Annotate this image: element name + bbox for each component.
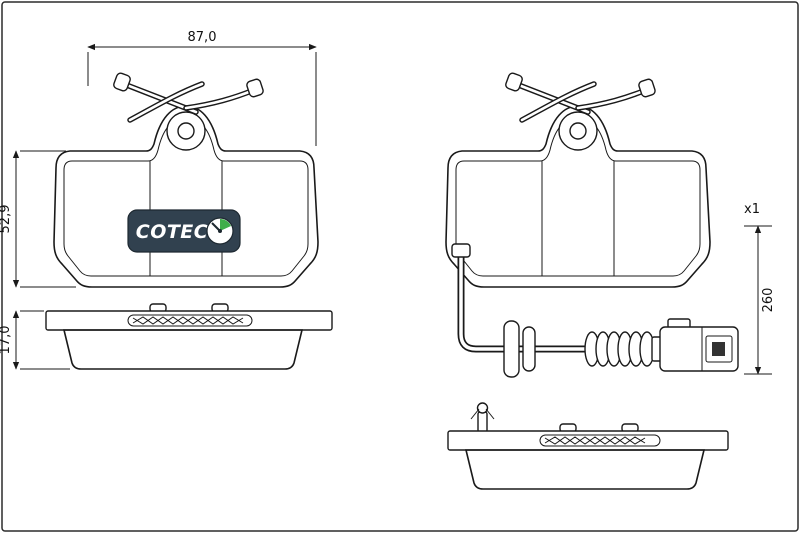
sensor-bellows [584, 331, 655, 367]
backplate-edge [45, 310, 333, 331]
backplate-outline [445, 105, 711, 288]
grommet-flange [503, 320, 520, 378]
sensor-qty-label: x1 [744, 202, 760, 217]
front-view-left-pad: COTEC [53, 72, 319, 288]
front-view-right-pad [445, 72, 739, 378]
side-view-right-pad [447, 402, 729, 490]
clip-zigzag [544, 436, 646, 445]
sensor-barb [470, 408, 480, 420]
backplate-outline [53, 105, 319, 288]
clip-end-hook [505, 72, 523, 92]
friction-material-contour [455, 117, 701, 277]
dimension-height-left: 52,9 [0, 150, 76, 288]
sensor-pad-bracket [451, 243, 471, 258]
sensor-length-label: 260 [761, 288, 776, 313]
dimension-width-label: 87,0 [188, 30, 217, 45]
gauge-green-sector [220, 218, 231, 231]
side-view-left-pad [45, 303, 333, 370]
sensor-head [476, 402, 489, 414]
sensor-barb [485, 408, 495, 420]
friction-material-edge [464, 449, 706, 490]
dimension-height-label: 52,9 [0, 205, 13, 234]
backplate-edge [447, 430, 729, 451]
mounting-hole-inner [569, 122, 587, 140]
clip-end-hook [113, 72, 131, 92]
clip-end-hook [246, 78, 264, 98]
sensor-wire [459, 252, 590, 351]
clip-strip [520, 82, 596, 122]
clip-zigzag [132, 316, 244, 325]
friction-material-contour [63, 117, 309, 277]
connector-body [659, 326, 739, 372]
gauge-icon [206, 217, 234, 245]
grommet-flange [522, 326, 536, 372]
wear-sensor-side-view [470, 402, 495, 433]
logo-text: COTEC [136, 221, 208, 243]
connector-opening [705, 335, 733, 363]
gauge-hub [218, 229, 222, 233]
clip-zigzag [544, 436, 646, 445]
retaining-spring-clip [113, 72, 264, 123]
cotec-logo-badge: COTEC [127, 209, 241, 253]
clip-end-hook [638, 78, 656, 98]
dimension-thickness-label: 17,0 [0, 326, 13, 355]
retaining-spring-clip [505, 72, 656, 123]
sensor-annotations: x1 260 [744, 202, 776, 375]
clip-slot [539, 434, 661, 447]
sensor-connector [659, 318, 739, 372]
mounting-hole-inner [177, 122, 195, 140]
dimension-thickness-left: 17,0 [0, 310, 70, 370]
connector-terminal [712, 342, 725, 356]
clip-strip [128, 82, 204, 122]
friction-material-edge [62, 329, 304, 370]
sensor-stem [477, 411, 488, 433]
wear-sensor-assembly [451, 243, 739, 378]
dimension-width-top: 87,0 [87, 30, 317, 146]
clip-slot [127, 314, 253, 327]
